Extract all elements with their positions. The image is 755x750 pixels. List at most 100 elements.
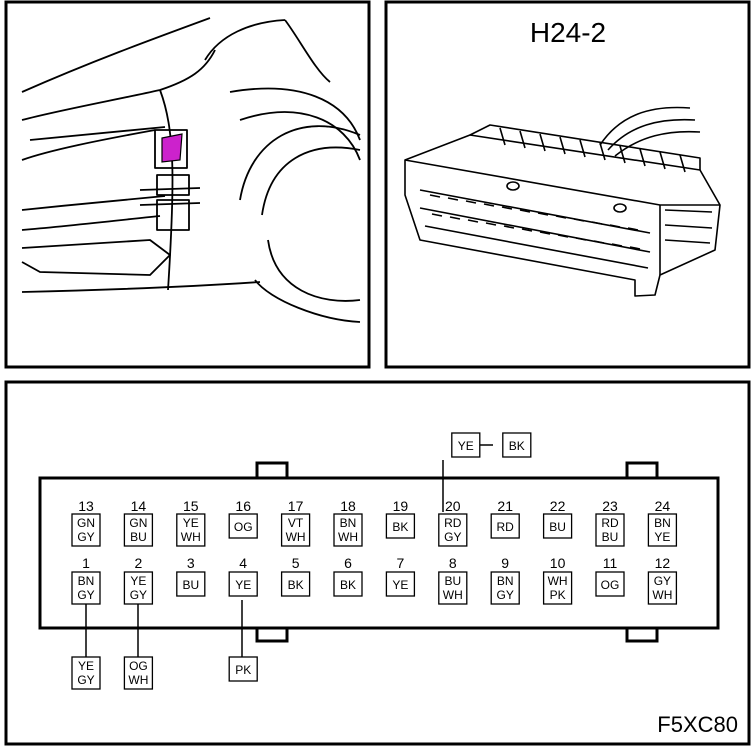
wire-color-code: YE: [654, 530, 670, 544]
pin-number: 4: [239, 555, 247, 571]
wire-color-code: YE: [458, 439, 474, 453]
pin-color-box: YE: [385, 571, 416, 597]
wire-color-code: PK: [550, 588, 566, 602]
wire-color-code: BU: [130, 530, 147, 544]
housing-tab-bottom-left: [255, 626, 289, 643]
wire-color-code: GY: [77, 673, 94, 687]
wire-color-code: BU: [182, 578, 199, 592]
color-box: [647, 513, 678, 547]
color-box: [228, 513, 258, 539]
color-box: [280, 513, 311, 547]
color-box: [502, 432, 532, 458]
color-box: [490, 571, 520, 605]
pin-number: 19: [393, 498, 409, 514]
color-box: [438, 571, 468, 605]
vehicle-location-panel: [4, 0, 371, 369]
color-box: [176, 513, 206, 547]
wire-color-code: BK: [509, 439, 525, 453]
wire-color-code: YE: [130, 574, 146, 588]
wire-color-code: GY: [654, 574, 671, 588]
pin-number: 6: [344, 555, 352, 571]
wire-color-code: VT: [288, 516, 304, 530]
wire-color-code: BN: [497, 574, 514, 588]
wire-color-code: BU: [444, 574, 461, 588]
wire-color-code: RD: [601, 516, 619, 530]
pin-3: 3BU: [176, 555, 206, 597]
connector-housing: [38, 476, 720, 630]
wire-color-code: BN: [340, 516, 357, 530]
pin-number: 16: [235, 498, 251, 514]
pin-6: 6BK: [333, 555, 363, 597]
color-box: [595, 571, 625, 597]
color-box: [595, 513, 625, 547]
wire-color-code: BK: [392, 520, 408, 534]
wire-color-code: GY: [444, 530, 461, 544]
wire-color-code: RD: [444, 516, 462, 530]
wire-color-code: WH: [652, 588, 672, 602]
wire-color-code: WH: [443, 588, 463, 602]
splice-wires: [85, 444, 493, 657]
color-box: [123, 513, 154, 547]
color-box: [385, 513, 416, 539]
pin-color-box: YE: [228, 571, 258, 597]
wire-color-code: OG: [601, 578, 620, 592]
wire-color-code: GY: [77, 530, 94, 544]
wire-color-code: WH: [181, 530, 201, 544]
pin-number: 11: [603, 555, 618, 571]
housing-tab-top-right: [625, 461, 659, 480]
pin-number: 10: [550, 555, 566, 571]
wire-color-code: OG: [234, 520, 253, 534]
splice-box: YE: [451, 432, 481, 458]
pin-color-box: BK: [333, 571, 363, 597]
pin-number: 2: [135, 555, 143, 571]
pin-color-box: RD: [490, 513, 520, 539]
pin-4: 4YE: [228, 555, 258, 597]
pin-number: 22: [550, 498, 566, 514]
color-box: [385, 571, 416, 597]
connector-view-panel: [384, 0, 751, 369]
wire-color-code: WH: [548, 574, 568, 588]
pin-number: 9: [501, 555, 509, 571]
vehicle-front-drawing: [21, 17, 361, 323]
figure-code: F5XC80: [657, 712, 738, 737]
splice-pin-20: YE BK: [451, 432, 532, 458]
color-box: [438, 513, 468, 547]
connector-drawing: [404, 106, 721, 297]
wire-color-code: BN: [78, 574, 95, 588]
pin-5: 5BK: [280, 555, 311, 597]
wire-color-code: BK: [340, 578, 356, 592]
wire-color-code: YE: [235, 578, 251, 592]
color-box: [228, 571, 258, 597]
wire-color-code: OG: [129, 659, 148, 673]
wire-color-code: RD: [497, 520, 515, 534]
wire-color-code: GY: [77, 588, 94, 602]
pin-color-box: BU: [542, 513, 573, 539]
pin-number: 3: [187, 555, 195, 571]
housing-tab-top-left: [255, 461, 289, 480]
wire-color-code: WH: [286, 530, 306, 544]
splice-pin-4: PK: [228, 656, 258, 682]
pin-number: 24: [655, 498, 671, 514]
color-box: [176, 571, 206, 597]
pin-number: 23: [602, 498, 618, 514]
wire-color-code: BU: [602, 530, 619, 544]
